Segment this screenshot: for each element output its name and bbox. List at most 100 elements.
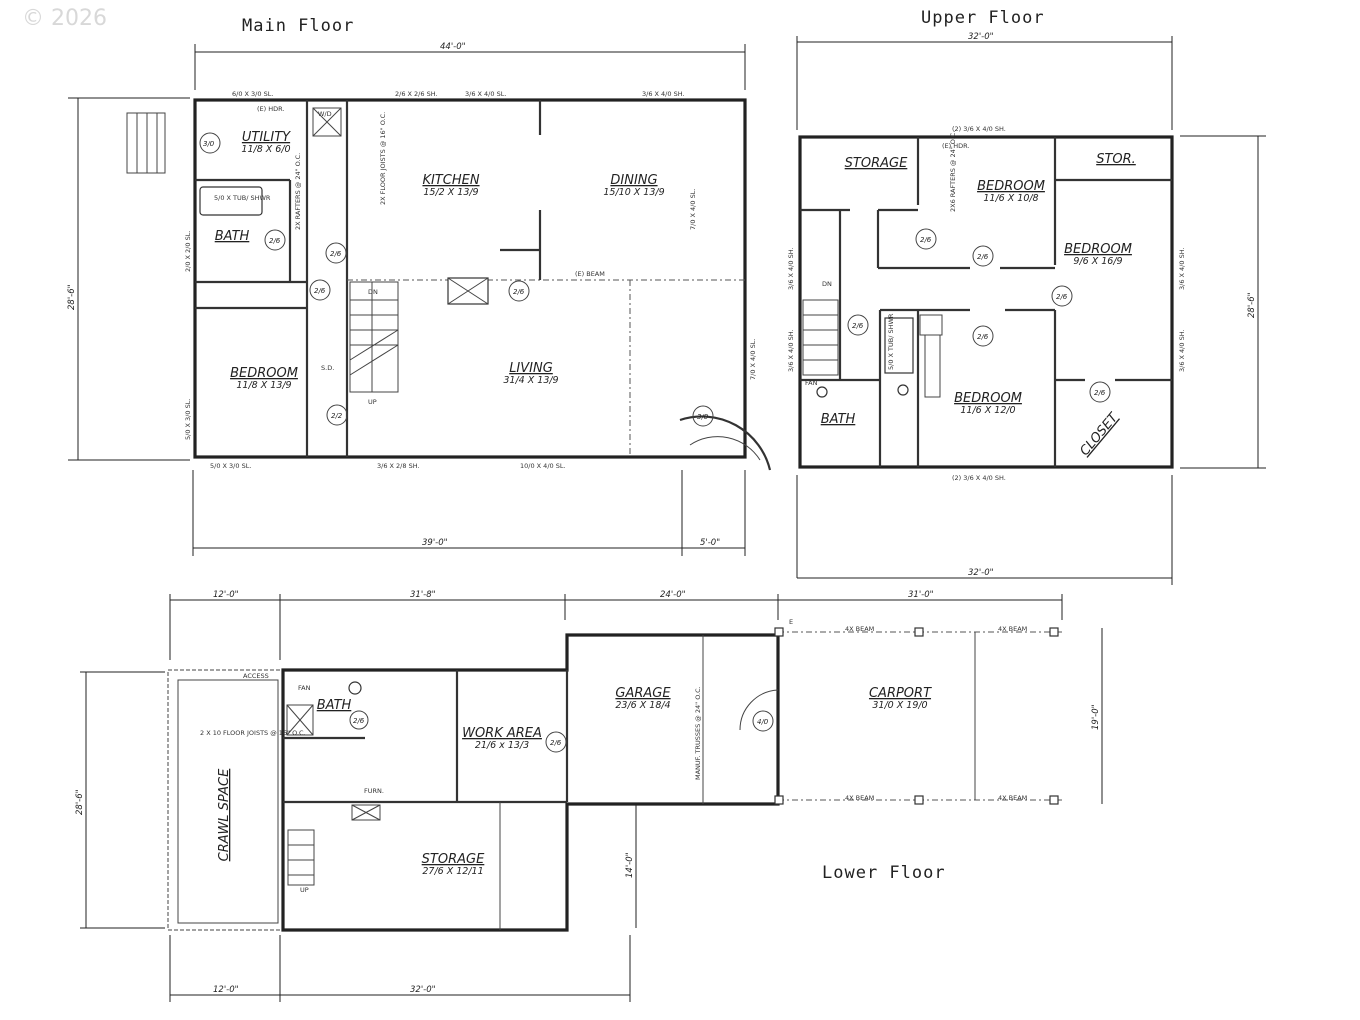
main-left-dimension: 28'-6": [67, 97, 190, 461]
upper-window-label: (2) 3/6 X 4/0 SH.: [952, 474, 1006, 482]
main-stairs: [349, 281, 399, 393]
room-name: WORK AREA: [462, 726, 542, 741]
main-annotations: 6/0 X 3/0 SL. 2/6 X 2/6 SH. 3/6 X 4/0 SL…: [184, 90, 757, 470]
main-note: 5/0 X TUB/ SHWR: [214, 194, 271, 202]
upper-note: (E) HDR.: [942, 142, 970, 150]
lower-note: 4X BEAM: [845, 794, 874, 802]
washer-dryer: [312, 107, 342, 137]
main-note: W/D: [318, 110, 332, 118]
main-window-label: 10/0 X 4/0 SL.: [520, 462, 566, 470]
main-door-label: 2/6: [269, 237, 281, 245]
room-name: STOR.: [1096, 152, 1136, 167]
main-tub: [199, 186, 263, 216]
room-size: 15/10 X 13/9: [603, 187, 664, 198]
main-door-label: 3/0: [697, 413, 709, 421]
lower-dim-top-3: 24'-0": [660, 590, 686, 600]
room-size: 11/8 X 13/9: [236, 380, 291, 391]
utility-exterior-steps: [126, 112, 166, 174]
main-window-label: 3/6 X 2/8 SH.: [377, 462, 420, 470]
room-name: DINING: [610, 173, 657, 188]
upper-floor-title: Upper Floor: [921, 8, 1045, 28]
lower-note: FURN.: [364, 787, 384, 795]
main-window-label: 7/0 X 4/0 SL.: [749, 339, 757, 380]
upper-note: 5/0 X TUB/ SHWR: [887, 313, 895, 370]
room-size: 9/6 X 16/9: [1073, 256, 1122, 267]
upper-dim-top: 32'-0": [968, 32, 994, 42]
main-bottom-dimension: 39'-0" 5'-0": [192, 470, 746, 556]
room-name: LIVING: [509, 361, 553, 376]
upper-door-label: 2/6: [1094, 389, 1106, 397]
lower-dim-top-1: 12'-0": [213, 590, 239, 600]
lower-floor: Lower Floor 12'-0" 31'-8" 24'-0" 31'-0" …: [75, 590, 1103, 1002]
room-size: 21/6 x 13/3: [475, 740, 529, 751]
main-window-label: 5/0 X 3/0 SL.: [210, 462, 251, 470]
lower-note: FAN: [298, 684, 311, 692]
main-window-label: 3/6 X 4/0 SL.: [465, 90, 506, 98]
room-size: 31/4 X 13/9: [503, 375, 558, 386]
upper-door-label: 2/6: [852, 322, 864, 330]
room-name: GARAGE: [615, 686, 671, 701]
room-size: 11/8 X 6/0: [241, 144, 290, 155]
upper-note: DN: [822, 280, 832, 288]
room-name: BEDROOM: [1064, 242, 1132, 257]
room-size: 27/6 X 12/11: [422, 866, 483, 877]
upper-stairs: [802, 299, 839, 376]
lower-annotations: ACCESS FAN FURN. UP 2 X 10 FLOOR JOISTS …: [200, 618, 1027, 894]
lower-note: 4X BEAM: [845, 625, 874, 633]
lower-dim-bottom-1: 12'-0": [213, 985, 239, 995]
upper-dimensions: 32'-0" 32'-0" 28'-6": [796, 32, 1266, 585]
room-size: 15/2 X 13/9: [423, 187, 478, 198]
crawl-space-outline: [167, 669, 284, 931]
main-note: DN: [368, 288, 378, 296]
room-name: UTILITY: [242, 130, 291, 145]
room-size: 11/6 X 12/0: [960, 405, 1015, 416]
main-dim-bottom-porch: 5'-0": [700, 538, 720, 548]
lower-floor-title: Lower Floor: [822, 863, 946, 883]
main-window-label: 3/6 X 4/0 SH.: [642, 90, 685, 98]
main-floor: Main Floor 44'-0" 28'-6" 39'-0" 5'-0": [67, 16, 772, 556]
lower-note: E: [789, 618, 793, 626]
lower-note: 4X BEAM: [998, 625, 1027, 633]
main-window-label: 6/0 X 3/0 SL.: [232, 90, 273, 98]
room-name: CLOSET: [1077, 410, 1122, 459]
main-dim-left: 28'-6": [67, 284, 77, 310]
main-window-label: 7/0 X 4/0 SL.: [689, 189, 697, 230]
main-door-label: 2/6: [330, 250, 342, 258]
room-name: CRAWL SPACE: [217, 768, 232, 861]
room-size: 31/0 X 19/0: [872, 700, 927, 711]
room-name: BATH: [317, 698, 352, 713]
main-dim-bottom-main: 39'-0": [422, 538, 448, 548]
lower-dimensions: 12'-0" 31'-8" 24'-0" 31'-0" 28'-6" 19'-0…: [75, 590, 1103, 1002]
room-size: 23/6 X 18/4: [615, 700, 670, 711]
main-door-label: 2/6: [513, 288, 525, 296]
room-name: BEDROOM: [954, 391, 1022, 406]
room-name: STORAGE: [422, 852, 485, 867]
lower-note: 2 X 10 FLOOR JOISTS @ 16" O.C.: [200, 729, 306, 737]
upper-door-label: 2/6: [920, 236, 932, 244]
lower-dim-left: 28'-6": [75, 789, 85, 815]
main-note: 2X FLOOR JOISTS @ 16" O.C.: [379, 112, 387, 205]
main-note: 2X RAFTERS @ 24" O.C.: [294, 153, 302, 230]
main-door-label: 2/2: [331, 412, 343, 420]
copyright-watermark: © 2026: [22, 6, 107, 31]
upper-note: 2X6 RAFTERS @ 24" O.C.: [949, 131, 957, 212]
lower-dim-mid: 14'-0": [625, 852, 635, 878]
main-door-label: 3/0: [203, 140, 215, 148]
upper-window-label: 3/6 X 4/0 SH.: [787, 329, 795, 372]
main-note: (E) BEAM: [575, 270, 605, 278]
lower-note: ACCESS: [243, 672, 269, 680]
upper-note: FAN: [805, 379, 818, 387]
upper-window-label: (2) 3/6 X 4/0 SH.: [952, 125, 1006, 133]
upper-tub: [884, 317, 914, 374]
lower-door-label: 2/6: [550, 739, 562, 747]
main-window-label: 5/0 X 3/0 SL.: [184, 399, 192, 440]
main-window-label: 2/6 X 2/6 SH.: [395, 90, 438, 98]
upper-window-label: 3/6 X 4/0 SH.: [787, 247, 795, 290]
main-exterior-wall: [193, 98, 747, 459]
lower-dim-top-4: 31'-0": [908, 590, 934, 600]
